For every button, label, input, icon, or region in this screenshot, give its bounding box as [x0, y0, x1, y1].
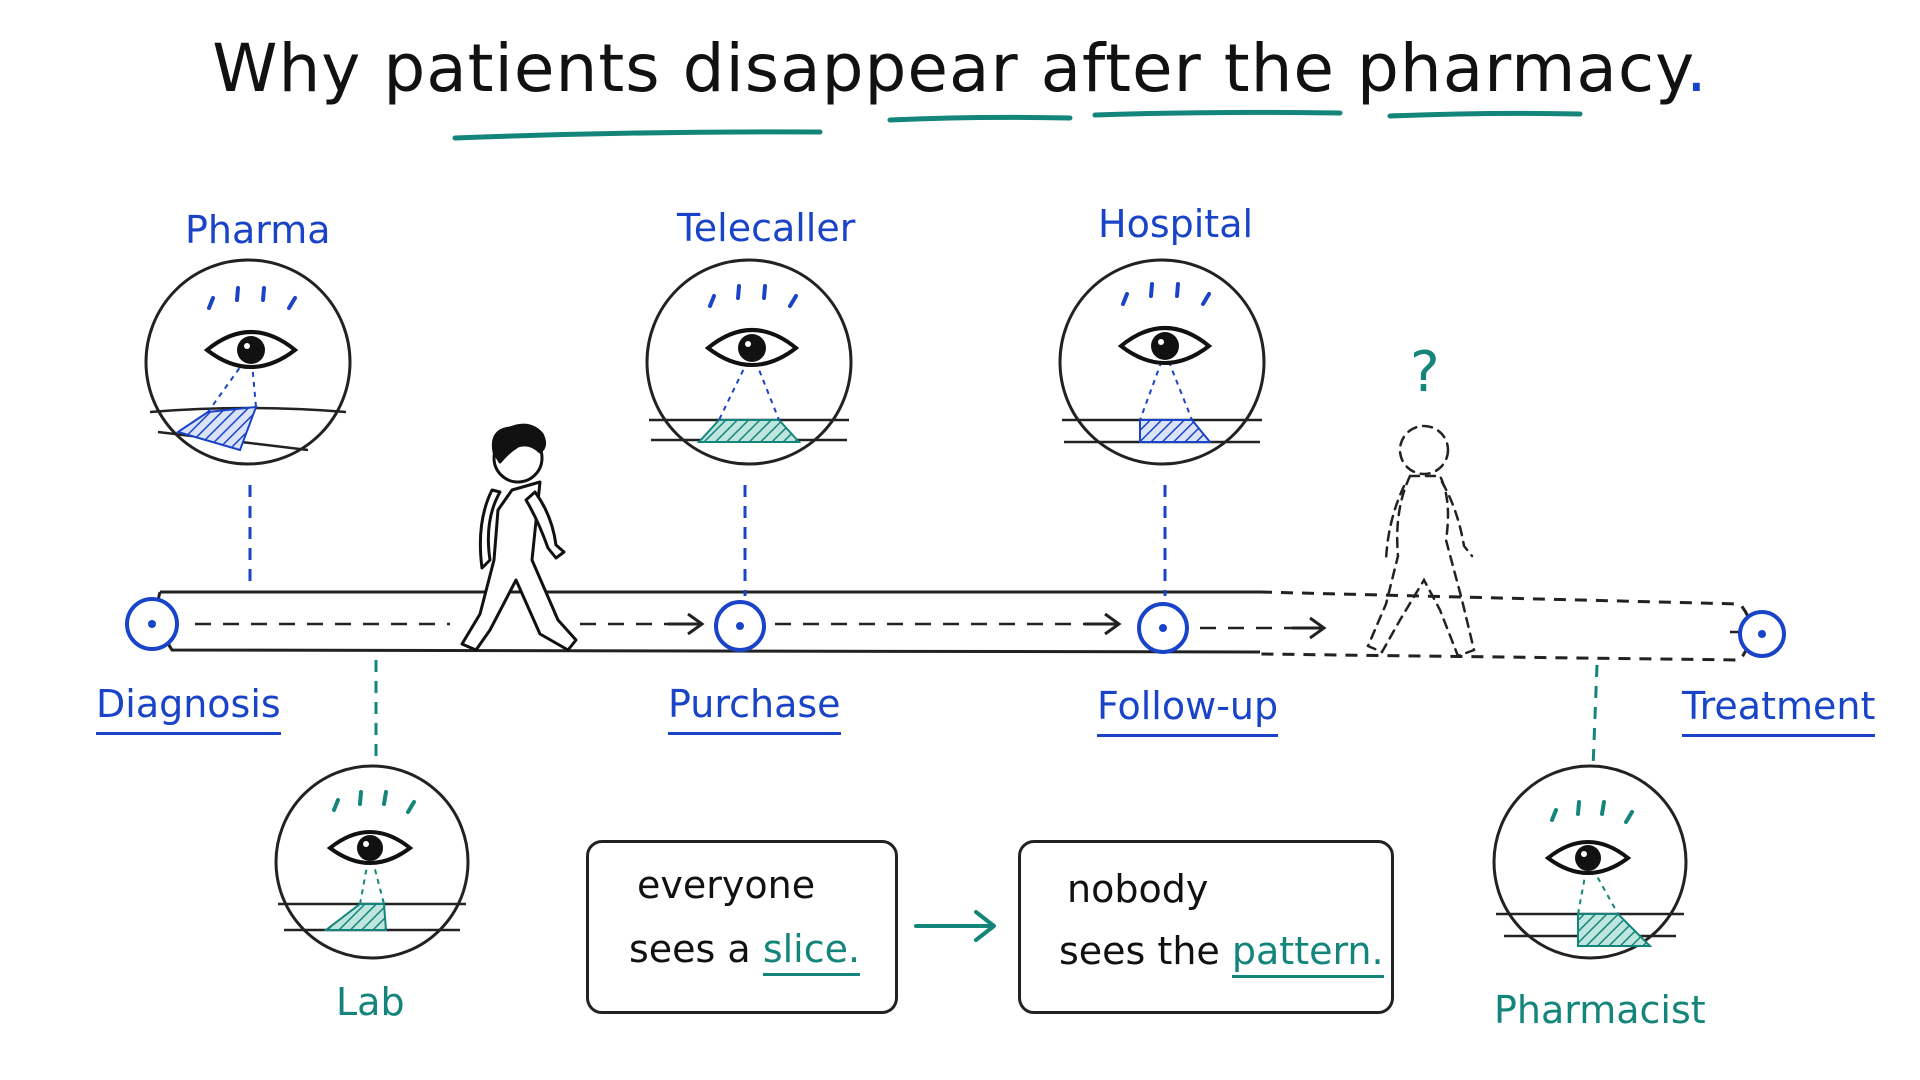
stage-label-diagnosis: Diagnosis	[96, 682, 281, 735]
card-right-line1: nobody	[1067, 867, 1209, 911]
card-left-line2: sees a slice.	[629, 927, 861, 976]
observer-label-lab: Lab	[336, 980, 405, 1024]
title-dot: .	[1685, 30, 1708, 107]
card-left-line1: everyone	[637, 863, 816, 907]
arrow-right-icon	[914, 910, 996, 942]
card-right-prefix: sees the	[1059, 929, 1220, 973]
observer-label-telecaller: Telecaller	[677, 206, 856, 250]
observer-label-pharmacist: Pharmacist	[1494, 988, 1706, 1032]
stage-label-followup: Follow-up	[1097, 684, 1279, 737]
eye-icon	[326, 790, 416, 865]
title-text: Why patients disappear after the pharmac…	[212, 30, 1686, 107]
node-purchase	[714, 600, 766, 652]
stage-label-treatment: Treatment	[1682, 684, 1876, 737]
observer-hospital	[1058, 258, 1266, 466]
observer-label-pharma: Pharma	[185, 208, 331, 252]
node-treatment	[1738, 610, 1786, 658]
observer-pharma	[144, 258, 352, 466]
observer-lab	[274, 764, 470, 960]
card-right-highlight: pattern.	[1231, 929, 1384, 978]
observer-pharmacist	[1492, 764, 1688, 960]
observer-telecaller	[645, 258, 853, 466]
arrow-right-icon	[1085, 612, 1122, 636]
insight-card-everyone: everyone sees a slice.	[586, 840, 898, 1014]
journey-track	[156, 590, 1753, 662]
arrow-right-icon	[668, 612, 705, 636]
question-mark: ?	[1410, 340, 1440, 405]
node-diagnosis	[125, 597, 179, 651]
walking-person-icon	[460, 423, 578, 652]
eye-icon	[1544, 800, 1634, 875]
eye-icon	[704, 284, 800, 367]
stage-label-purchase: Purchase	[668, 682, 841, 735]
card-right-line2: sees the pattern.	[1059, 929, 1384, 978]
card-left-highlight: slice.	[762, 927, 861, 976]
observer-label-hospital: Hospital	[1098, 202, 1254, 246]
title-underlines	[452, 109, 1583, 141]
ghost-person-icon	[1366, 424, 1476, 658]
observer-connectors	[248, 485, 1599, 769]
card-left-prefix: sees a	[629, 927, 751, 971]
insight-card-nobody: nobody sees the pattern.	[1018, 840, 1394, 1014]
node-followup	[1137, 602, 1189, 654]
eye-icon	[203, 286, 299, 369]
arrow-right-icon	[1292, 616, 1327, 640]
page-title: Why patients disappear after the pharmac…	[0, 30, 1920, 107]
eye-icon	[1117, 282, 1213, 365]
